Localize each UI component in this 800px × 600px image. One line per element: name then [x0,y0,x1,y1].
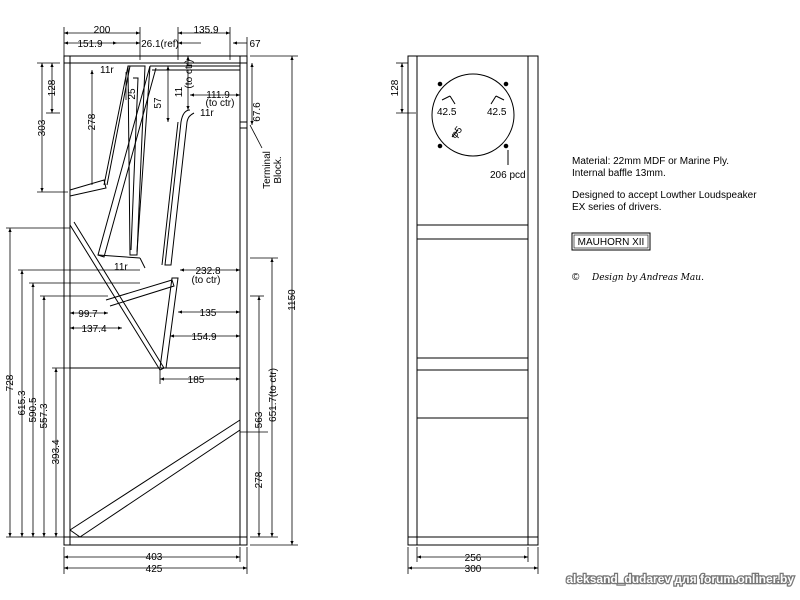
dim-25: 25 [127,88,138,100]
note-material: Material: 22mm MDF or Marine Ply. [572,156,729,167]
dim-left-128: 128 [47,79,58,96]
dim-left-728: 728 [5,374,16,391]
note-ex-series: EX series of drivers. [572,202,661,213]
copyright-icon: © [572,272,580,283]
dim-top-26-1: 26.1(ref) [141,39,179,50]
front-dim-128: 128 [390,79,401,96]
dim-154-9: 154.9 [191,332,216,343]
dim-137-4: 137.4 [81,324,106,335]
driver-cutout-circle [431,73,515,157]
label-11r-right: 11r [200,108,214,119]
side-view [63,55,248,546]
dim-right-278: 278 [254,471,265,488]
title-mauhorn: MAUHORN XII [578,237,645,248]
dim-left-557-3: 557.3 [39,403,50,428]
front-view [407,55,539,546]
mouth-diagonal [69,419,241,538]
dim-67-6: 67.6 [252,102,263,122]
notes-block: Material: 22mm MDF or Marine Ply. Intern… [571,156,757,283]
dim-right-563: 563 [254,411,265,428]
dim-left-615-3: 615.3 [17,390,28,415]
dim-bottom-403: 403 [146,552,163,563]
dim-height-1150: 1150 [287,289,298,311]
front-dimension-lines [396,62,539,574]
front-dim-pcd: 206 pcd [490,170,526,181]
dim-135: 135 [200,308,217,319]
dim-57: 57 [153,97,164,109]
label-to-ctr-top: (to ctr) [184,60,195,89]
dim-left-590-5: 590.5 [28,397,39,422]
horn-baffle-3 [127,65,146,256]
label-terminal: Terminal [262,151,273,189]
dim-232-8: 232.8 [195,266,220,277]
horn-top-ledge [150,65,241,71]
horn-baffle-2 [69,179,107,197]
dim-99-7: 99.7 [78,309,98,320]
dim-278-inner: 278 [87,113,98,130]
front-dim-42-5-right: 42.5 [487,107,507,118]
dim-left-393-4: 393.4 [51,439,62,464]
horn-diagonal-right [159,277,179,369]
note-internal-baffle: Internal baffle 13mm. [572,168,666,179]
dim-111-9: 111.9 [206,90,230,101]
front-dim-42-5-left: 42.5 [437,107,457,118]
dim-11: 11 [174,86,185,97]
side-view-labels: 200 151.9 26.1(ref) 135.9 67 403 425 115… [5,25,298,575]
watermark: aleksand_dudarev для forum.onliner.by [566,572,794,586]
dim-top-151-9: 151.9 [77,39,102,50]
dim-top-135-9: 135.9 [193,25,218,36]
horn-baffle-4 [130,77,139,251]
front-cabinet-outline [407,55,539,546]
credit-text: Design by Andreas Mau. [591,273,704,283]
title-box [571,232,651,251]
horn-baffle-5 [164,109,195,266]
side-cabinet-outline [63,55,248,546]
dim-top-67: 67 [249,39,261,50]
label-to-ctr-111: (to ctr) [206,98,235,109]
dim-left-303: 303 [37,119,48,136]
dim-top-200: 200 [94,25,111,36]
horn-cross-brace [105,279,175,307]
label-11r-bottom: 11r [114,262,128,273]
dim-right-651-7: 651.7(to ctr) [268,368,279,422]
side-dimension-lines [6,27,298,574]
note-designed: Designed to accept Lowther Loudspeaker [572,190,757,201]
label-block: Block. [273,156,284,183]
dim-bottom-425: 425 [146,564,163,575]
front-dim-256: 256 [465,553,482,564]
label-to-ctr-232: (to ctr) [192,275,221,286]
front-dim-phi5: φ5 [449,124,465,141]
dim-185: 185 [188,375,205,386]
label-11r-top: 11r [100,65,114,76]
front-dim-300: 300 [465,564,482,575]
